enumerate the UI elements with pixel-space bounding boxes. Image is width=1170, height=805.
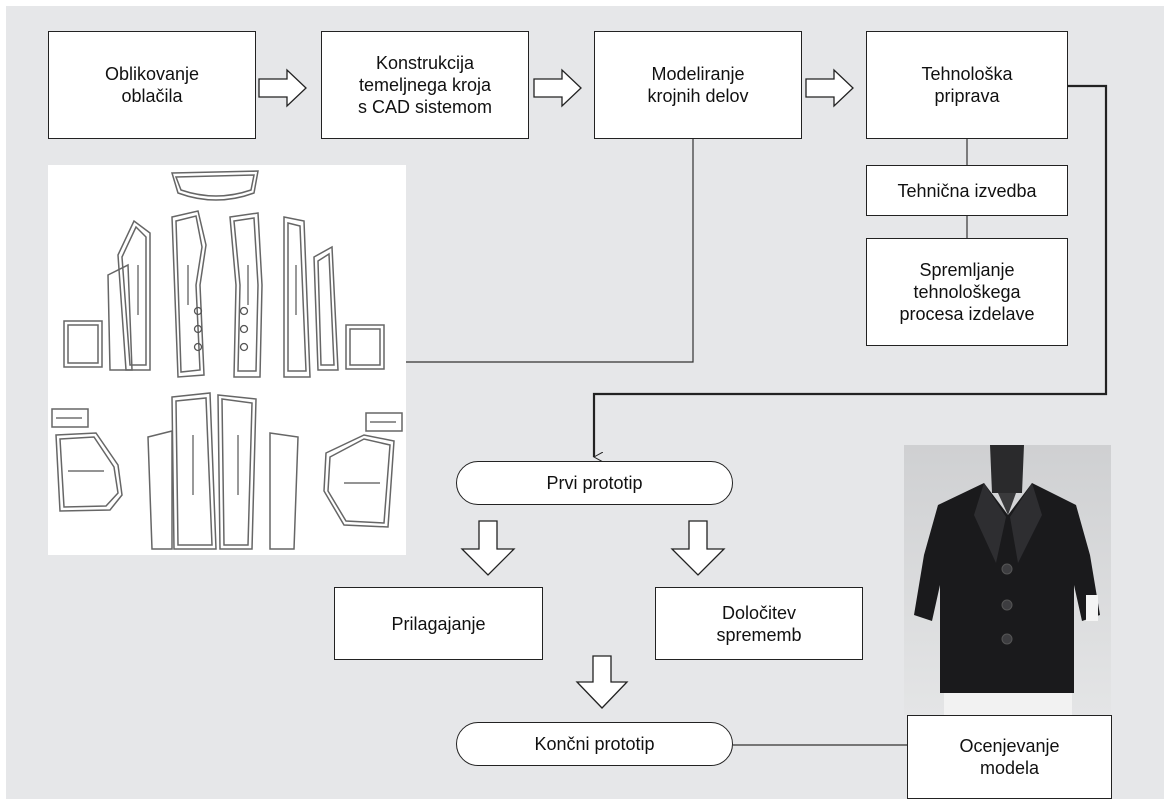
node-koncni-prototip: Končni prototip	[456, 722, 733, 766]
node-tehnicna-izvedba: Tehnična izvedba	[866, 165, 1068, 216]
arrow-down-left	[460, 520, 516, 576]
node-konstrukcija-temeljnega-kroja: Konstrukcija temeljnega kroja s CAD sist…	[321, 31, 529, 139]
node-modeliranje-krojnih-delov: Modeliranje krojnih delov	[594, 31, 802, 139]
arrow-down-bottom	[575, 655, 629, 709]
node-prvi-prototip: Prvi prototip	[456, 461, 733, 505]
arrow-down-right	[670, 520, 726, 576]
node-tehnoloska-priprava: Tehnološka priprava	[866, 31, 1068, 139]
node-oblikovanje-oblacila: Oblikovanje oblačila	[48, 31, 256, 139]
pattern-pieces-image	[48, 165, 406, 555]
node-dolocitev-sprememb: Določitev sprememb	[655, 587, 863, 660]
jacket-on-mannequin-photo	[904, 445, 1111, 715]
node-spremljanje-procesa: Spremljanje tehnološkega procesa izdelav…	[866, 238, 1068, 346]
line-tehnoloska-to-prvi	[592, 84, 1108, 457]
arrow-right-3	[805, 68, 854, 108]
node-prilagajanje: Prilagajanje	[334, 587, 543, 660]
node-ocenjevanje-modela: Ocenjevanje modela	[907, 715, 1112, 799]
line-modeliranje-to-pattern	[406, 139, 694, 363]
arrow-right-2	[533, 68, 582, 108]
arrow-right-1	[258, 68, 307, 108]
